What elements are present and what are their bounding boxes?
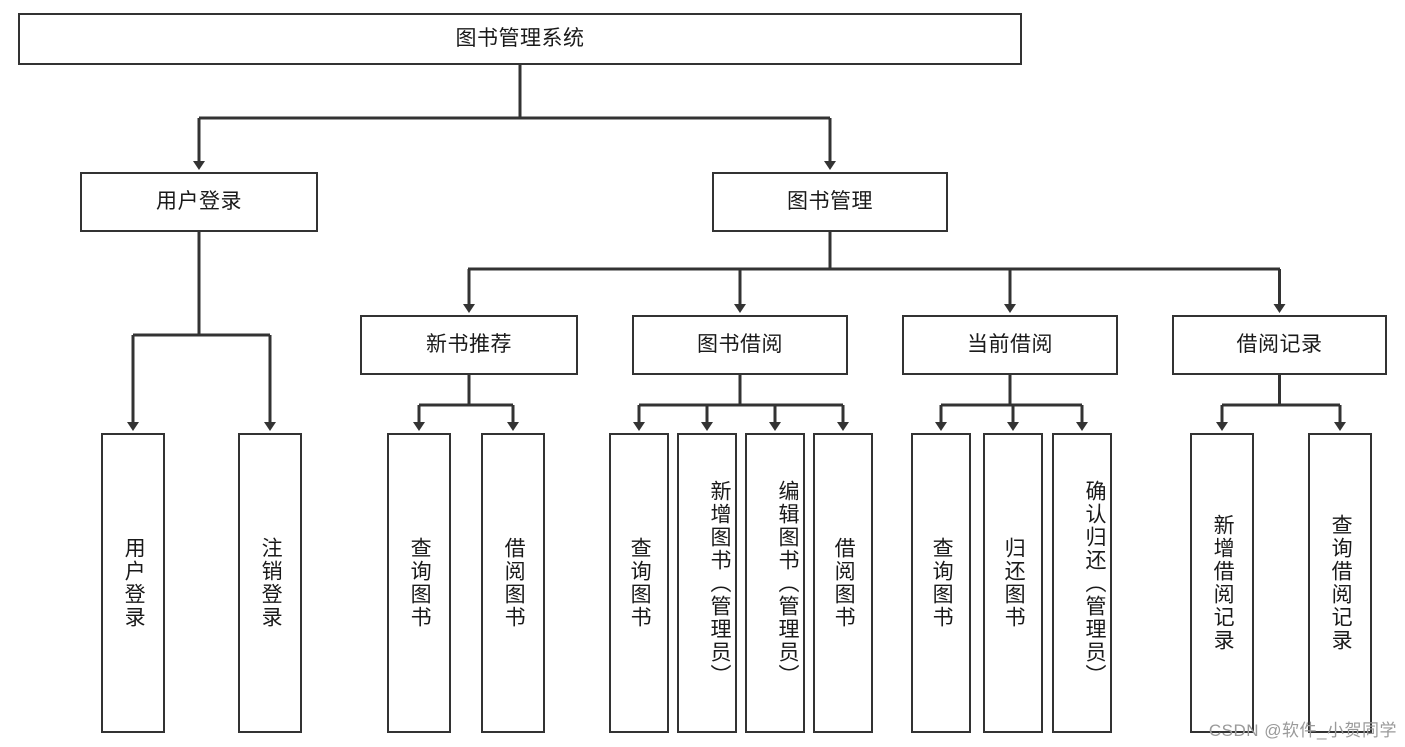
node-leaf-add-book[interactable]: 新增图书（管理员） — [677, 433, 737, 733]
node-leaf-confirm[interactable]: 确认归还（管理员） — [1052, 433, 1112, 733]
node-borrow-record[interactable]: 借阅记录 — [1172, 315, 1387, 375]
node-label: 用户登录 — [156, 190, 242, 214]
node-label: 图书管理系统 — [455, 27, 585, 51]
node-label: 借阅记录 — [1236, 333, 1323, 357]
node-label: 借阅图书 — [832, 537, 856, 629]
node-label: 查询图书 — [930, 537, 954, 629]
node-label: 新增图书（管理员） — [708, 479, 731, 687]
node-user-login[interactable]: 用户登录 — [80, 172, 318, 232]
node-leaf-query-rec[interactable]: 查询借阅记录 — [1308, 433, 1372, 733]
csdn-watermark: CSDN @软件_小贺同学 — [1208, 721, 1397, 740]
node-book-manage[interactable]: 图书管理 — [712, 172, 948, 232]
node-leaf-add-record[interactable]: 新增借阅记录 — [1190, 433, 1254, 733]
node-label: 注销登录 — [259, 537, 283, 629]
node-leaf-edit-book[interactable]: 编辑图书（管理员） — [745, 433, 805, 733]
node-leaf-return[interactable]: 归还图书 — [983, 433, 1043, 733]
node-leaf-user-login[interactable]: 用户登录 — [101, 433, 165, 733]
node-leaf-query-1[interactable]: 查询图书 — [387, 433, 451, 733]
node-root[interactable]: 图书管理系统 — [18, 13, 1022, 65]
node-leaf-query-2[interactable]: 查询图书 — [609, 433, 669, 733]
node-new-book-rec[interactable]: 新书推荐 — [360, 315, 578, 375]
node-label: 新书推荐 — [426, 333, 512, 357]
node-label: 借阅图书 — [502, 537, 526, 629]
node-label: 查询图书 — [408, 537, 432, 629]
node-current-borrow[interactable]: 当前借阅 — [902, 315, 1118, 375]
node-leaf-logout[interactable]: 注销登录 — [238, 433, 302, 733]
node-label: 编辑图书（管理员） — [776, 479, 799, 687]
node-label: 用户登录 — [122, 537, 146, 629]
node-leaf-query-3[interactable]: 查询图书 — [911, 433, 971, 733]
node-label: 图书借阅 — [697, 333, 783, 357]
node-label: 新增借阅记录 — [1211, 514, 1235, 652]
node-label: 确认归还（管理员） — [1083, 479, 1106, 687]
node-label: 查询图书 — [628, 537, 652, 629]
node-book-borrow[interactable]: 图书借阅 — [632, 315, 848, 375]
node-label: 查询借阅记录 — [1329, 514, 1353, 652]
node-label: 当前借阅 — [967, 333, 1053, 357]
node-label: 图书管理 — [787, 190, 873, 214]
node-leaf-borrow-1[interactable]: 借阅图书 — [481, 433, 545, 733]
node-label: 归还图书 — [1002, 537, 1026, 629]
node-leaf-borrow-2[interactable]: 借阅图书 — [813, 433, 873, 733]
